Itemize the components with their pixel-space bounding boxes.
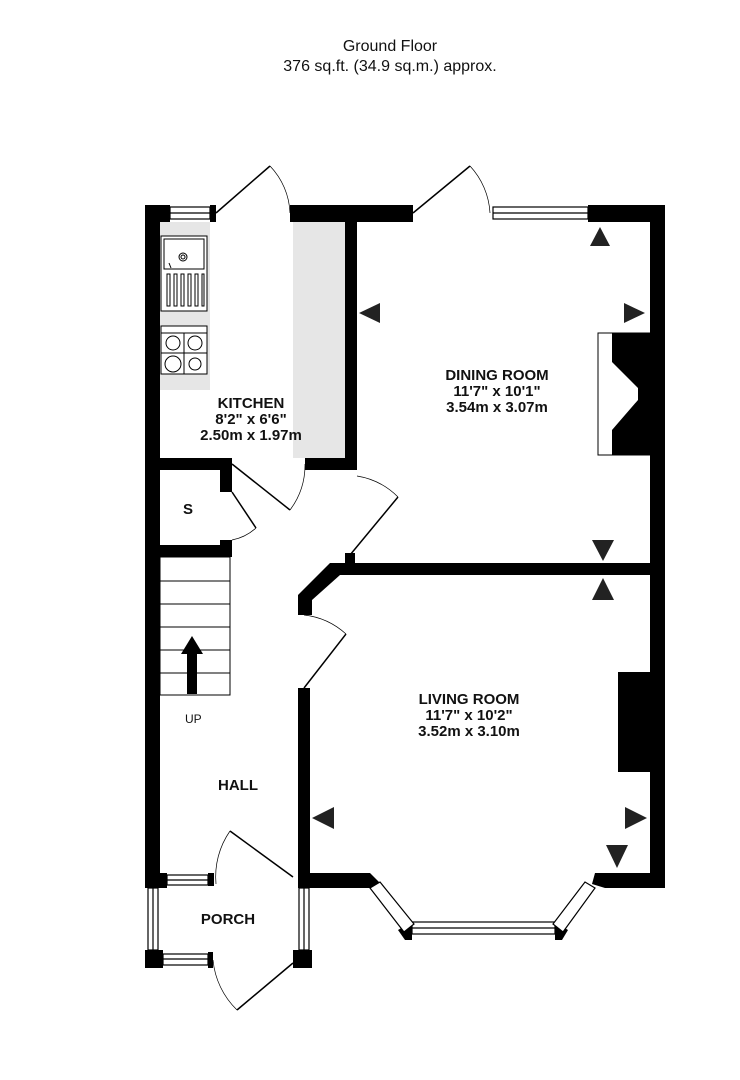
living-label: LIVING ROOM 11'7" x 10'2" 3.52m x 3.10m: [418, 692, 520, 740]
kitchen-imperial: 8'2" x 6'6": [215, 411, 287, 428]
storage-label: S: [182, 501, 194, 518]
floor-area: 376 sq.ft. (34.9 sq.m.) approx.: [283, 58, 497, 75]
kitchen-label: KITCHEN 8'2" x 6'6" 2.50m x 1.97m: [200, 396, 302, 444]
living-imperial: 11'7" x 10'2": [425, 707, 513, 724]
stairs-up-label: UP: [185, 712, 202, 726]
dining-label: DINING ROOM 11'7" x 10'1" 3.54m x 3.07m: [445, 368, 548, 416]
hob-icon: [160, 325, 208, 375]
stairs-up-arrow-icon: [181, 636, 203, 694]
kitchen-metric: 2.50m x 1.97m: [200, 427, 302, 444]
dining-name: DINING ROOM: [445, 367, 549, 384]
hall-label: HALL: [218, 777, 258, 794]
windows: [147, 206, 596, 966]
living-metric: 3.52m x 3.10m: [418, 723, 520, 740]
walls: [145, 205, 665, 968]
dining-fireplace: [597, 332, 651, 456]
doors: [212, 165, 491, 1011]
dining-metric: 3.54m x 3.07m: [446, 399, 548, 416]
dimension-arrows: [312, 227, 647, 868]
sink-icon: [160, 235, 208, 312]
dining-imperial: 11'7" x 10'1": [453, 383, 541, 400]
living-fireplace: [618, 672, 650, 772]
floor-title: Ground Floor: [342, 38, 438, 55]
kitchen-name: KITCHEN: [217, 395, 285, 412]
porch-label: PORCH: [200, 911, 256, 928]
living-name: LIVING ROOM: [418, 691, 520, 708]
